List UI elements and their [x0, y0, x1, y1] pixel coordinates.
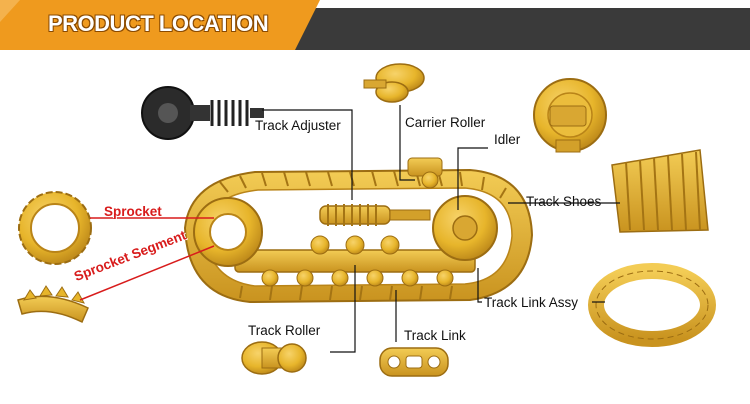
leader-track-link-assy-1 [477, 268, 482, 303]
leader-sprocket-segment [79, 245, 215, 301]
track-roller-part [241, 341, 307, 375]
sprocket-part [18, 191, 92, 265]
label-idler: Idler [494, 132, 521, 147]
carrier-roller-on-frame [407, 157, 443, 189]
label-carrier-roller: Carrier Roller [405, 115, 486, 130]
label-track-shoes: Track Shoes [526, 194, 602, 209]
track-adjuster-part [141, 86, 264, 140]
track-shoes-part [611, 149, 709, 233]
undercarriage-assembly [183, 157, 534, 304]
header-dark-band [270, 8, 750, 50]
header-banner [0, 0, 750, 50]
label-track-roller: Track Roller [248, 323, 321, 338]
header: PRODUCT LOCATION [0, 0, 750, 50]
label-sprocket: Sprocket [104, 204, 162, 219]
label-track-link-assy: Track Link Assy [484, 295, 579, 310]
leader-track-adjuster [262, 109, 353, 200]
leader-carrier-roller [399, 105, 415, 181]
leader-idler [457, 147, 488, 210]
label-track-adjuster: Track Adjuster [255, 118, 341, 133]
red-leader-lines [79, 217, 215, 301]
header-orange-band [0, 0, 320, 50]
track-link-part [379, 347, 449, 377]
sprocket-segment-part [17, 285, 89, 324]
idler-part [533, 78, 607, 153]
leader-lines [262, 105, 620, 353]
label-track-link: Track Link [404, 328, 466, 343]
page-title: PRODUCT LOCATION [48, 11, 269, 36]
leader-track-roller [330, 265, 356, 353]
track-link-assy-part [588, 263, 716, 347]
carrier-roller-part [363, 63, 425, 103]
